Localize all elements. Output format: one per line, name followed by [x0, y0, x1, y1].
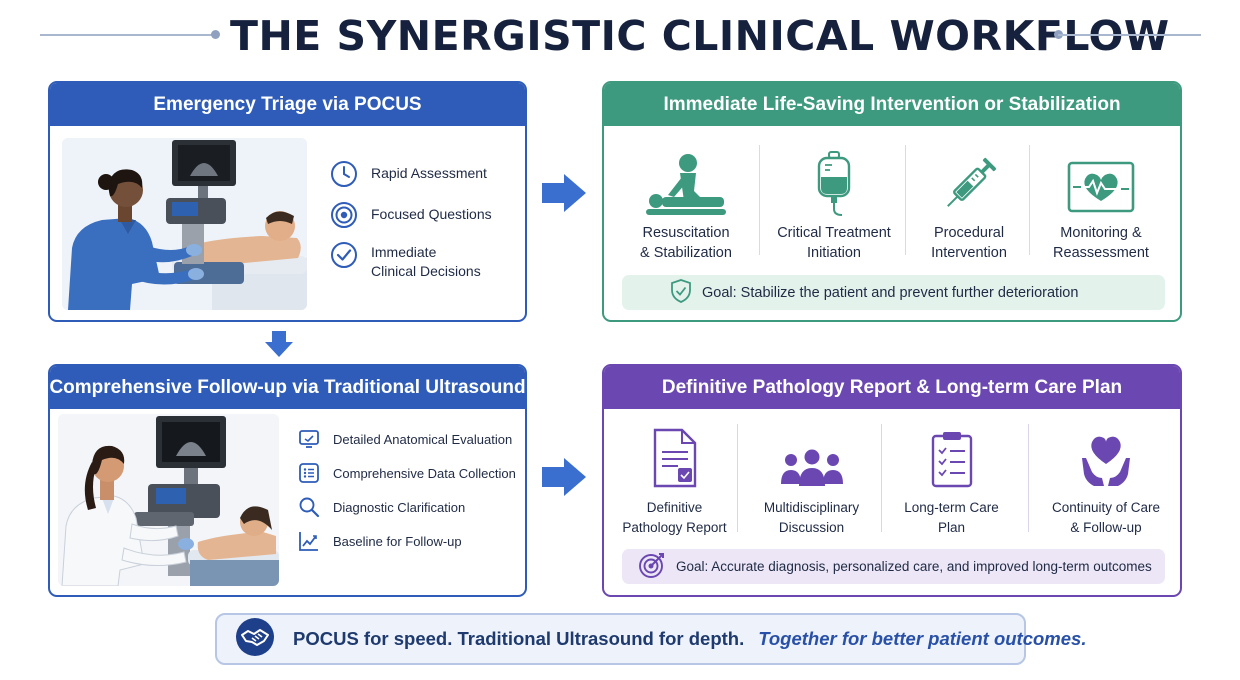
iv-bag-icon: [769, 143, 899, 217]
heart-hands-icon: [1036, 422, 1176, 488]
magnifier-icon: [298, 496, 320, 523]
summary-statement: POCUS for speed. Traditional Ultrasound …: [293, 628, 745, 649]
followup-feature-data-collection: Comprehensive Data Collection: [298, 462, 516, 489]
team-icon: [744, 422, 879, 488]
list-icon: [298, 462, 320, 489]
intervention-panel-header: Immediate Life-Saving Intervention or St…: [604, 83, 1180, 126]
feature-label: Detailed Anatomical Evaluation: [333, 432, 513, 447]
title-divider-right: [1058, 34, 1201, 36]
report-col-care-plan: Long-term Care Plan: [889, 422, 1014, 538]
followup-feature-baseline: Baseline for Follow-up: [298, 530, 462, 557]
triage-feature-rapid-assessment: Rapid Assessment: [330, 160, 487, 193]
feature-label: Comprehensive Data Collection: [333, 466, 516, 481]
goal-text: Goal: Accurate diagnosis, personalized c…: [676, 559, 1152, 574]
followup-feature-anatomical: Detailed Anatomical Evaluation: [298, 428, 512, 455]
pocus-scene-svg: [62, 138, 307, 310]
feature-label: Diagnostic Clarification: [333, 500, 466, 515]
followup-feature-diagnostic: Diagnostic Clarification: [298, 496, 465, 523]
feature-label: Baseline for Follow-up: [333, 534, 462, 549]
title-dot-left: [211, 30, 220, 39]
column-label: Resuscitation & Stabilization: [640, 225, 732, 261]
arrow-down-icon: [265, 331, 293, 357]
pocus-exam-illustration: [62, 138, 307, 310]
clipboard-icon: [889, 422, 1014, 488]
report-col-pathology: Definitive Pathology Report: [612, 422, 737, 538]
triage-feature-immediate-decisions: Immediate Clinical Decisions: [330, 241, 481, 281]
followup-panel: Comprehensive Follow-up via Traditional …: [48, 364, 527, 597]
feature-label: Rapid Assessment: [371, 165, 487, 181]
column-label: Definitive Pathology Report: [622, 500, 727, 535]
column-label: Monitoring & Reassessment: [1053, 225, 1149, 261]
feature-label: Focused Questions: [371, 206, 492, 222]
column-label: Multidisciplinary Discussion: [763, 500, 860, 535]
check-circle-icon: [330, 241, 358, 274]
column-divider: [1028, 424, 1029, 532]
column-divider: [737, 424, 738, 532]
ultrasound-scene-svg: [58, 414, 279, 586]
intervention-col-treatment: Critical Treatment Initiation: [769, 143, 899, 263]
summary-tagline: Together for better patient outcomes.: [758, 628, 1087, 649]
column-label: Continuity of Care & Follow-up: [1051, 500, 1161, 535]
report-panel: Definitive Pathology Report & Long-term …: [602, 364, 1182, 597]
title-row: THE SYNERGISTIC CLINICAL WORKFLOW: [0, 0, 1240, 70]
feature-label: Immediate Clinical Decisions: [371, 244, 481, 279]
column-divider: [881, 424, 882, 532]
arrow-right-icon: [542, 458, 586, 496]
followup-panel-header: Comprehensive Follow-up via Traditional …: [50, 366, 525, 409]
report-panel-header: Definitive Pathology Report & Long-term …: [604, 366, 1180, 409]
trend-chart-icon: [298, 530, 320, 557]
column-divider: [759, 145, 760, 255]
column-label: Procedural Intervention: [931, 225, 1007, 261]
handshake-icon: [235, 617, 275, 662]
monitor-icon: [298, 428, 320, 455]
shield-check-icon: [670, 278, 692, 307]
triage-feature-focused-questions: Focused Questions: [330, 201, 492, 234]
report-goal: Goal: Accurate diagnosis, personalized c…: [622, 549, 1165, 584]
intervention-col-procedural: Procedural Intervention: [909, 143, 1029, 263]
syringe-icon: [909, 143, 1029, 217]
triage-panel: Emergency Triage via POCUS: [48, 81, 527, 322]
document-icon: [612, 422, 737, 488]
column-label: Long-term Care Plan: [904, 500, 999, 535]
clock-icon: [330, 160, 358, 193]
triage-panel-header: Emergency Triage via POCUS: [50, 83, 525, 126]
page-title: THE SYNERGISTIC CLINICAL WORKFLOW: [230, 12, 1170, 60]
report-col-discussion: Multidisciplinary Discussion: [744, 422, 879, 538]
intervention-goal: Goal: Stabilize the patient and prevent …: [622, 275, 1165, 310]
target-arrow-icon: [638, 551, 666, 582]
heart-monitor-icon: [1036, 143, 1166, 217]
column-label: Critical Treatment Initiation: [777, 225, 891, 261]
target-icon: [330, 201, 358, 234]
arrow-right-icon: [542, 174, 586, 212]
report-col-continuity: Continuity of Care & Follow-up: [1036, 422, 1176, 538]
title-divider-left: [40, 34, 215, 36]
column-divider: [1029, 145, 1030, 255]
summary-bar: POCUS for speed. Traditional Ultrasound …: [215, 613, 1086, 665]
intervention-col-monitoring: Monitoring & Reassessment: [1036, 143, 1166, 263]
cpr-icon: [626, 143, 746, 217]
traditional-ultrasound-illustration: [58, 414, 279, 586]
intervention-col-resuscitation: Resuscitation & Stabilization: [626, 143, 746, 263]
intervention-panel: Immediate Life-Saving Intervention or St…: [602, 81, 1182, 322]
goal-text: Goal: Stabilize the patient and prevent …: [702, 284, 1079, 301]
column-divider: [905, 145, 906, 255]
